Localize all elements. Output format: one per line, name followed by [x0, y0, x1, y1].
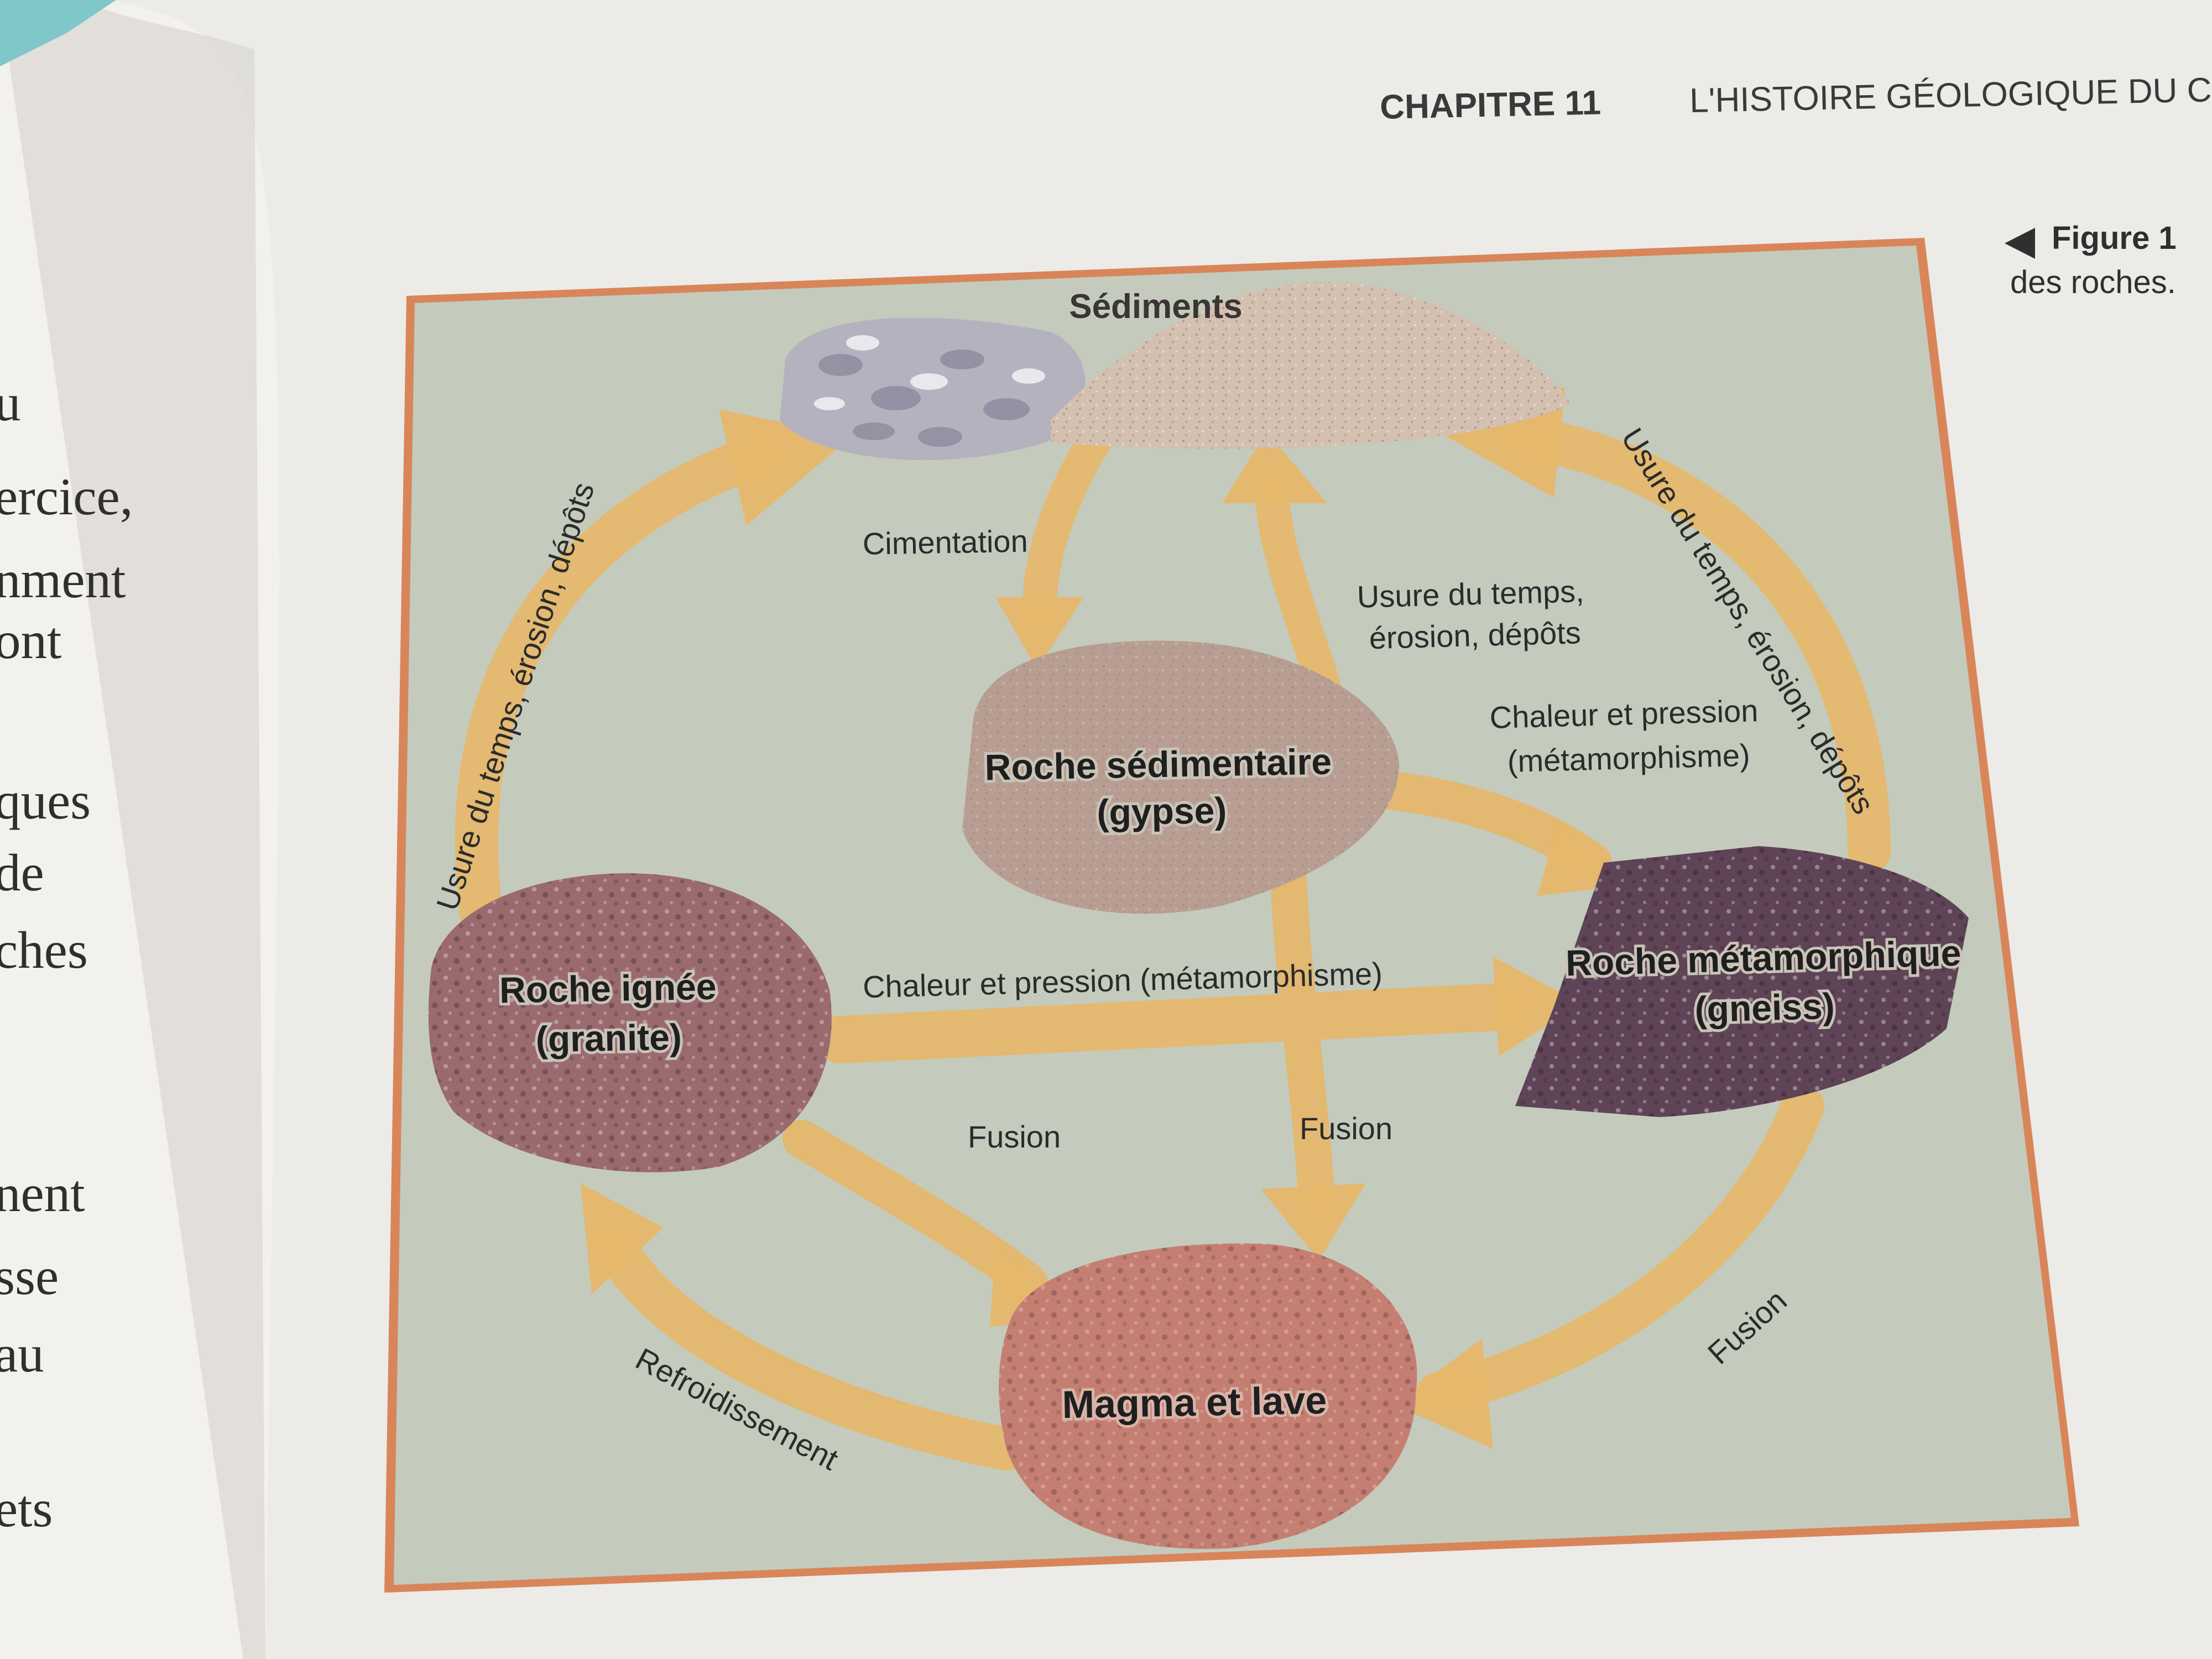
background-fabric	[0, 0, 116, 66]
node-labels: Sédiments Roche sédimentaire (gypse) Roc…	[496, 288, 1964, 1429]
weathering-center-label: Usure du temps,	[1357, 573, 1584, 614]
arrowhead-icon	[1261, 1183, 1366, 1261]
metamorphic-rock-label: Roche métamorphique	[1565, 932, 1961, 984]
arrowhead-icon	[995, 597, 1084, 669]
left-fragment: ont	[0, 611, 61, 670]
sedimentary-rock-label: Roche sédimentaire	[984, 741, 1332, 788]
left-fragment: nent	[0, 1164, 85, 1223]
igneous-rock-sublabel: (granite)	[535, 1016, 682, 1060]
left-fragment: au	[0, 1324, 44, 1383]
left-fragment: nment	[0, 550, 126, 609]
arrowhead-icon	[1493, 957, 1582, 1056]
arrow-igneous-to-metamorphic	[817, 983, 1533, 1063]
caption-arrow-icon	[2005, 228, 2035, 259]
arrow-igneous-to-sediments	[455, 432, 785, 934]
left-fragment: u	[0, 373, 21, 432]
cycle-arrows	[455, 381, 1891, 1470]
page-gutter-shadow	[0, 0, 265, 1659]
fusion-left-label: Fusion	[968, 1119, 1061, 1154]
left-fragment: ets	[0, 1479, 53, 1538]
arrowhead-icon	[1394, 1338, 1493, 1449]
heat-pressure-upper-label: Chaleur et pression	[1489, 693, 1759, 735]
arrow-sedimentary-to-sediments	[1255, 469, 1344, 714]
arrowhead-icon	[1222, 431, 1327, 503]
arrow-sedimentary-to-magma	[1270, 861, 1334, 1213]
figure-number: Figure 1	[2052, 220, 2177, 256]
left-fragment: ques	[0, 771, 91, 830]
diagram-panel	[394, 246, 2071, 1585]
arrowhead-icon	[581, 1183, 664, 1294]
sedimentary-rock-sublabel: (gypse)	[1097, 790, 1227, 833]
left-fragment: de	[0, 843, 44, 902]
magma-label: Magma et lave	[1062, 1379, 1327, 1426]
weathering-center-sublabel: érosion, dépôts	[1369, 615, 1581, 655]
cementation-label: Cimentation	[862, 524, 1028, 561]
fusion-center-label: Fusion	[1300, 1111, 1392, 1146]
arrow-metamorphic-to-magma	[1416, 1084, 1824, 1415]
metamorphic-rock-sublabel: (gneiss)	[1694, 985, 1835, 1030]
heat-pressure-upper-sublabel: (métamorphisme)	[1507, 738, 1750, 779]
left-page-text: u ercice, nment ont ques de ches nent ss…	[0, 373, 133, 1538]
sediments-image	[780, 281, 1571, 461]
figure-caption-text: des roches.	[2010, 264, 2176, 300]
arrow-magma-to-igneous	[592, 1223, 1028, 1470]
chapter-number: CHAPITRE 11	[1380, 84, 1601, 126]
left-fragment: ches	[0, 921, 88, 979]
sediments-label: Sédiments	[1069, 288, 1243, 326]
figure-caption: Figure 1 des roches.	[2005, 220, 2177, 300]
left-fragment: sse	[0, 1247, 59, 1306]
left-fragment: ercice,	[0, 467, 133, 526]
arrow-metamorphic-to-sediments	[1505, 415, 1891, 873]
igneous-rock-label: Roche ignée	[499, 966, 717, 1011]
